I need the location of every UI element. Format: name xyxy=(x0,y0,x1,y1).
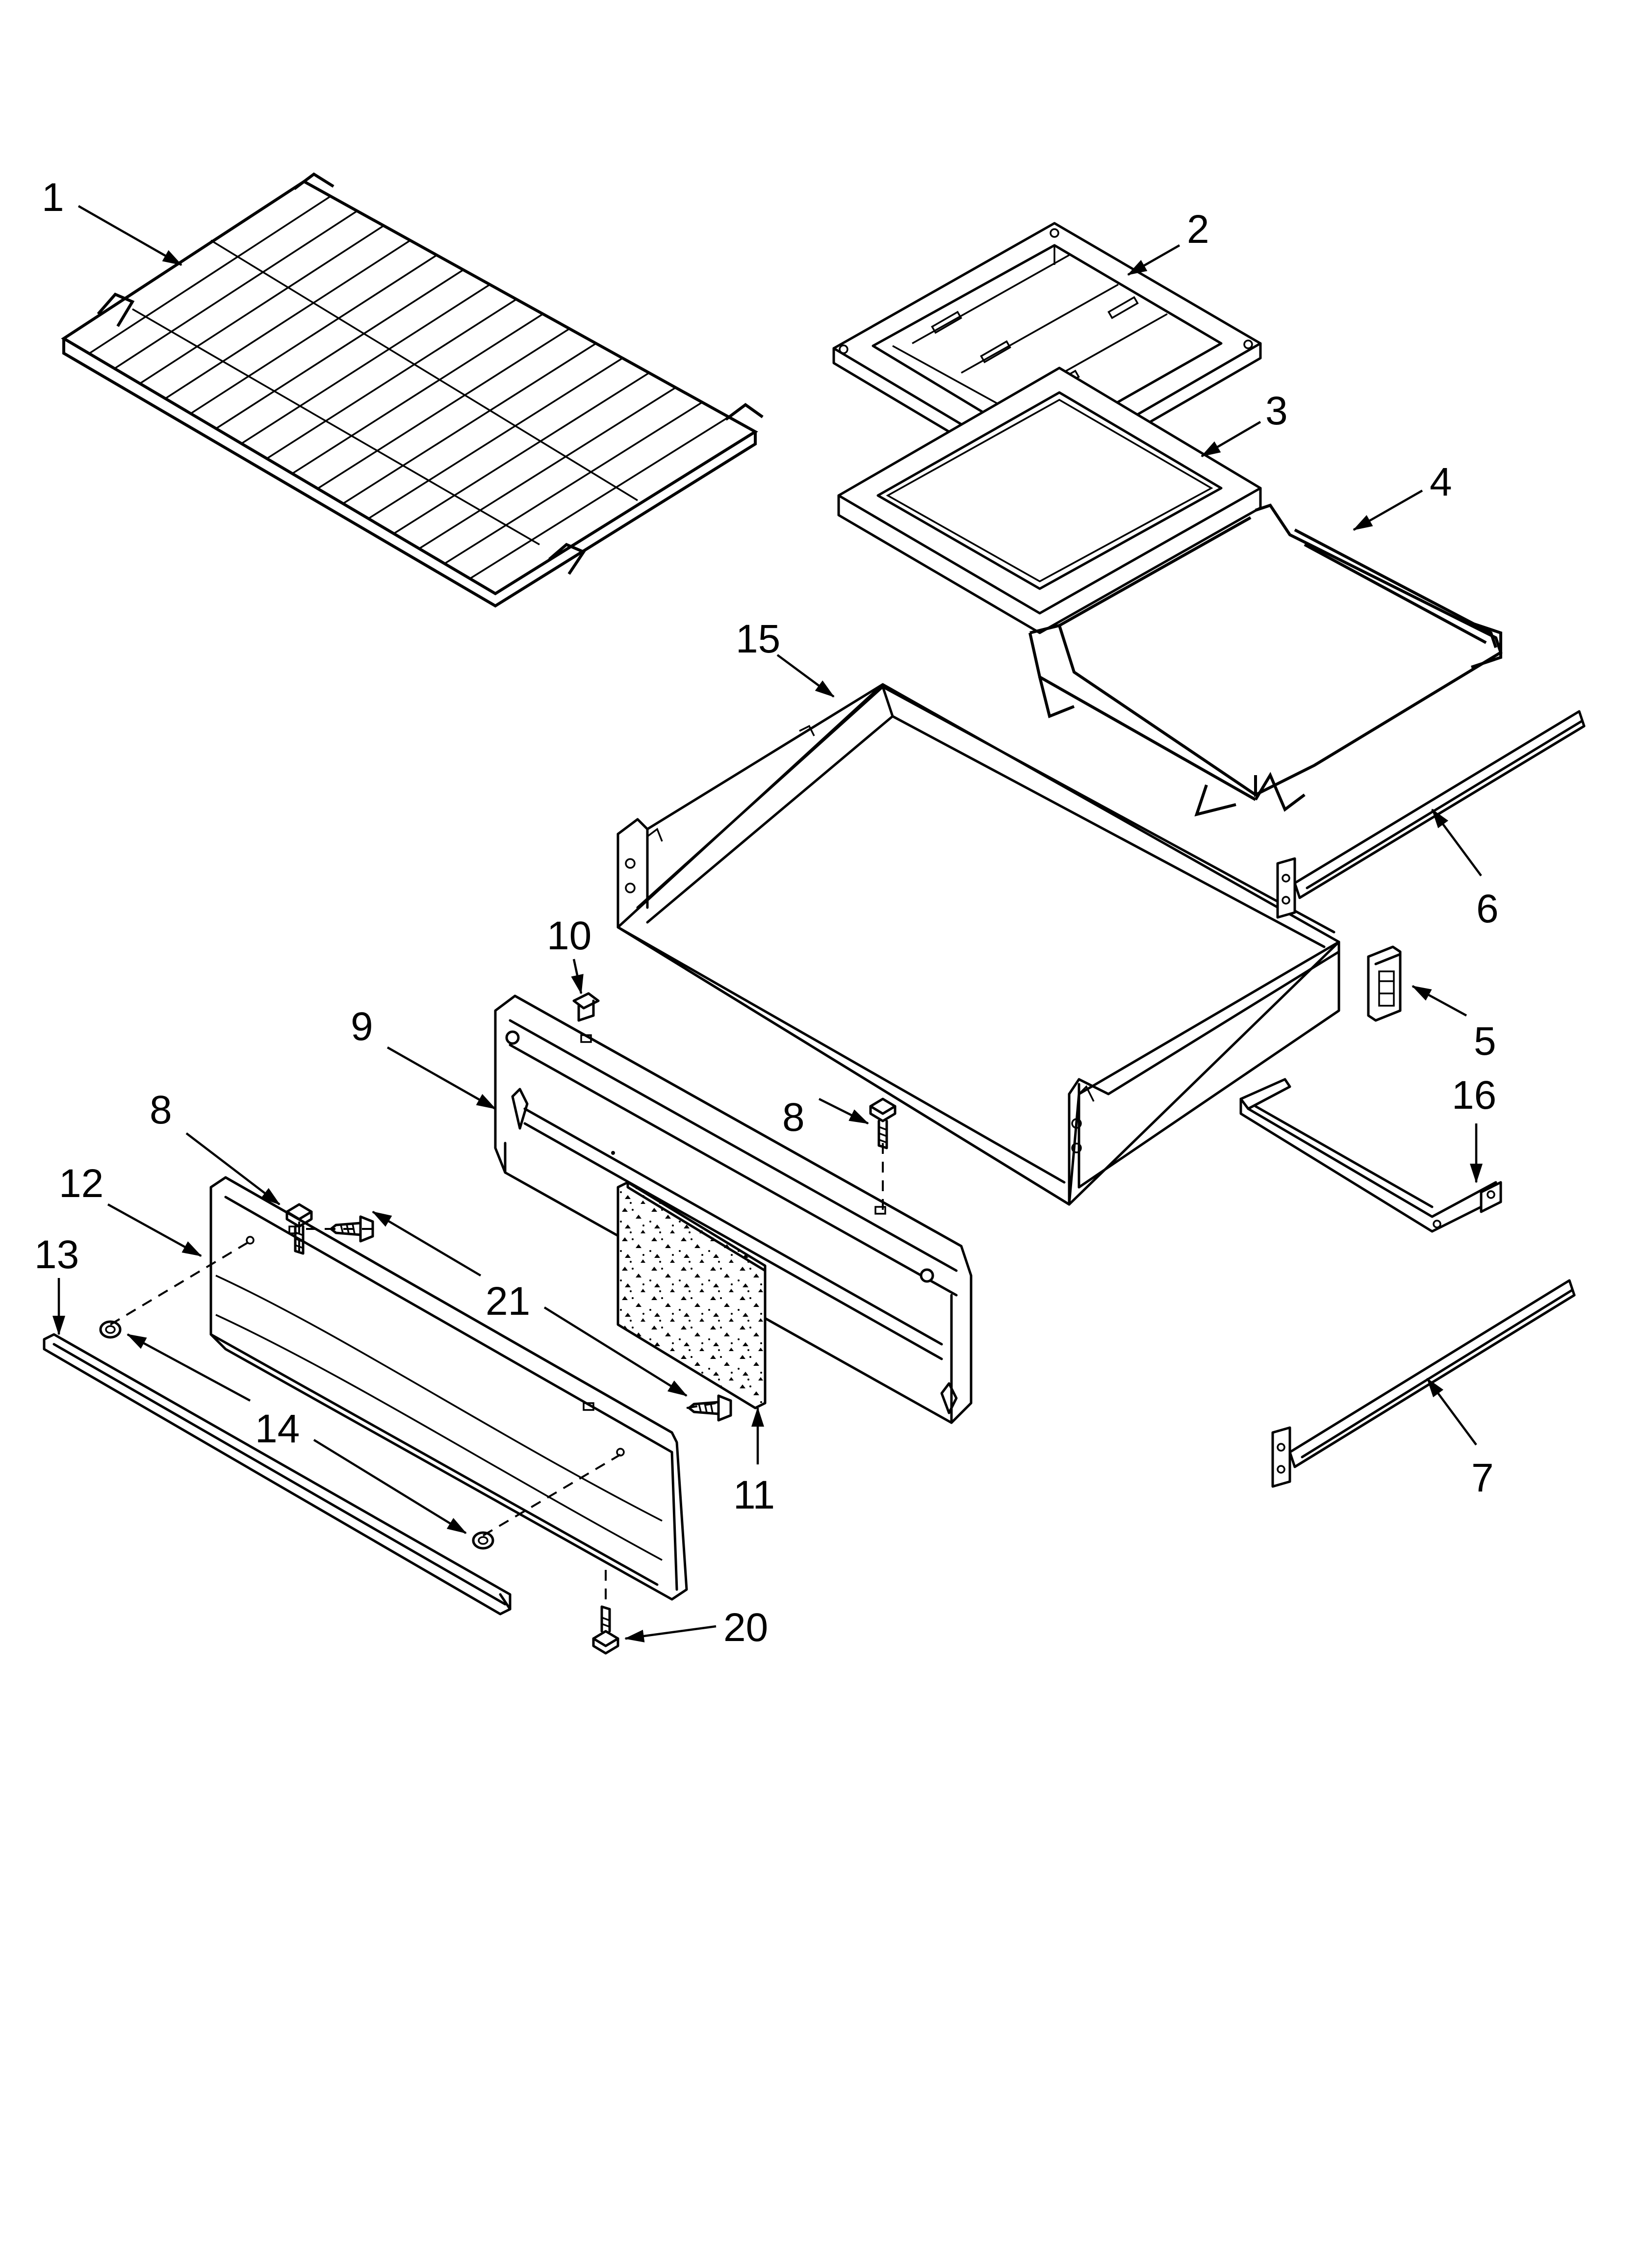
callout-16: 16 xyxy=(1452,1073,1496,1118)
callout-4: 4 xyxy=(1430,460,1452,504)
callout-2: 2 xyxy=(1187,207,1209,252)
rack-cross-wire xyxy=(266,298,517,460)
callout-5: 5 xyxy=(1474,1019,1496,1064)
rack-cross-wire xyxy=(190,254,437,415)
rack-cross-wire xyxy=(241,284,490,444)
callout-11: 11 xyxy=(733,1473,775,1517)
screw-part-8-right xyxy=(869,1097,897,1149)
callout-10: 10 xyxy=(547,913,591,958)
drawer-inner-panel-part-9 xyxy=(494,994,973,1424)
drawer-front-part-12 xyxy=(209,1176,688,1601)
wire-guard-part-4 xyxy=(1028,503,1503,817)
slide-bracket-part-5 xyxy=(1367,945,1402,1022)
callout-8-left: 8 xyxy=(150,1088,172,1132)
bumpers-part-14 xyxy=(99,1320,494,1550)
rack-cross-wire xyxy=(444,401,703,565)
rack-cross-wire xyxy=(469,416,729,579)
rack-cross-wire xyxy=(368,357,623,520)
screw-part-20 xyxy=(592,1605,619,1655)
callout-8-right: 8 xyxy=(782,1095,805,1140)
oven-rack-part-1 xyxy=(61,172,764,608)
rack-cross-wire xyxy=(165,239,411,399)
rack-cross-wire xyxy=(291,313,543,474)
callout-20: 20 xyxy=(723,1605,768,1650)
drawer-body-part-15 xyxy=(616,683,1340,1206)
callout-7: 7 xyxy=(1471,1456,1494,1500)
callout-13: 13 xyxy=(34,1232,79,1277)
insulation-part-11 xyxy=(616,1181,767,1409)
callout-21: 21 xyxy=(486,1279,530,1324)
rack-cross-wire xyxy=(317,328,570,490)
callout-6: 6 xyxy=(1476,886,1499,931)
rack-cross-wire xyxy=(88,195,332,355)
callout-9: 9 xyxy=(351,1004,373,1049)
callout-15: 15 xyxy=(736,617,780,661)
callout-14: 14 xyxy=(255,1407,300,1451)
rack-cross-wire xyxy=(114,210,358,369)
broiler-pan-grid-part-2 xyxy=(832,222,1262,487)
screw-part-10 xyxy=(572,992,600,1022)
rack-cross-wire xyxy=(393,372,650,535)
rack-cross-wire xyxy=(418,387,676,549)
leader-lines xyxy=(52,205,1483,1642)
callout-1: 1 xyxy=(42,175,64,220)
slide-rail-part-6 xyxy=(1276,710,1586,919)
broiler-pan-part-3 xyxy=(837,366,1262,634)
slide-rail-part-7 xyxy=(1271,1279,1576,1488)
callout-12: 12 xyxy=(59,1161,103,1206)
callout-3: 3 xyxy=(1265,389,1288,433)
assembly-lines xyxy=(109,1143,884,1607)
callout-labels: 1 2 3 4 15 6 5 16 7 10 9 8 8 12 13 21 14… xyxy=(34,175,1499,1650)
screw-part-21-right xyxy=(688,1394,732,1422)
rack-cross-wire xyxy=(215,269,464,430)
rack-cross-wire xyxy=(139,225,385,385)
rack-cross-wire xyxy=(342,342,597,504)
slide-bracket-part-16 xyxy=(1239,1078,1502,1233)
